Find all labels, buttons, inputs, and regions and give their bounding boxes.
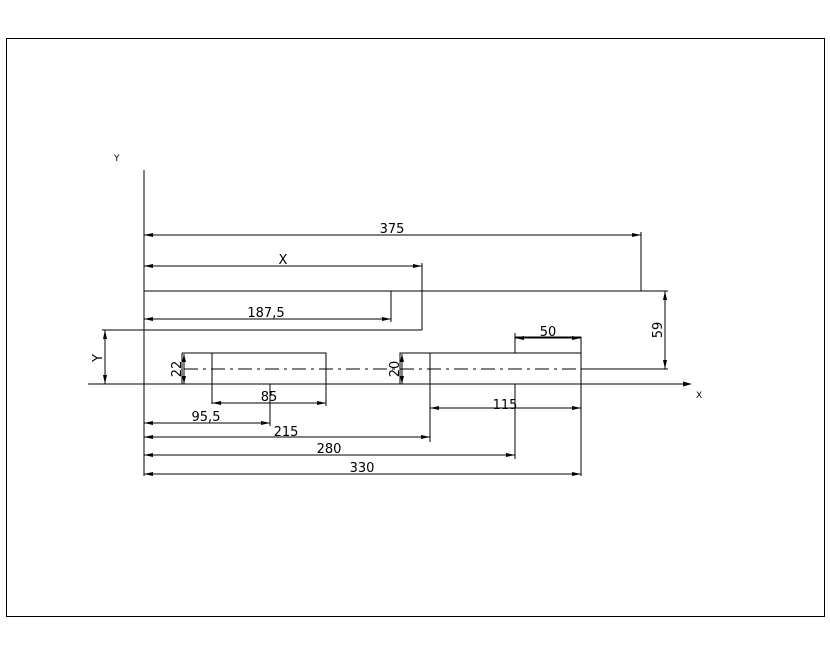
dimension-50: 50 <box>540 325 557 340</box>
arrow <box>144 233 153 237</box>
arrow <box>144 264 153 268</box>
dimension-187-5: 187,5 <box>247 306 284 321</box>
dimension-115: 115 <box>493 398 518 413</box>
arrow <box>663 291 667 300</box>
arrow <box>421 435 430 439</box>
dimension-215: 215 <box>274 425 299 440</box>
arrow <box>572 336 581 340</box>
arrow <box>144 421 153 425</box>
arrow <box>382 317 391 321</box>
arrow <box>663 360 667 369</box>
arrow <box>261 421 270 425</box>
dimension-Y: Y <box>91 354 106 363</box>
arrow <box>144 317 153 321</box>
arrow <box>103 330 107 339</box>
arrow <box>632 233 641 237</box>
arrow <box>144 472 153 476</box>
arrow <box>572 406 581 410</box>
left-block-outline <box>182 352 327 384</box>
arrow <box>317 401 326 405</box>
x-axis-label: X <box>696 391 702 401</box>
dimension-85: 85 <box>261 390 278 405</box>
arrow <box>144 435 153 439</box>
x-axis-arrow <box>683 381 692 387</box>
dimension-59: 59 <box>651 322 666 339</box>
dimension-375: 375 <box>380 222 405 237</box>
right-block-outline <box>399 336 582 476</box>
arrow <box>413 264 422 268</box>
arrow <box>506 453 515 457</box>
arrow <box>182 376 186 384</box>
arrow <box>182 354 186 362</box>
arrow <box>212 401 221 405</box>
arrow <box>400 376 404 384</box>
arrow <box>144 453 153 457</box>
dimension-330: 330 <box>350 461 375 476</box>
arrow <box>430 406 439 410</box>
arrow <box>103 375 107 384</box>
dimension-22: 22 <box>170 361 185 378</box>
dimension-95-5: 95,5 <box>192 410 221 425</box>
drawing-frame <box>6 38 825 617</box>
dimension-280: 280 <box>317 442 342 457</box>
arrow <box>572 472 581 476</box>
dimension-X: X <box>279 253 288 268</box>
arrow <box>400 354 404 362</box>
y-axis-label: Y <box>113 154 120 164</box>
dimension-20: 20 <box>388 361 403 378</box>
arrow <box>515 336 524 340</box>
